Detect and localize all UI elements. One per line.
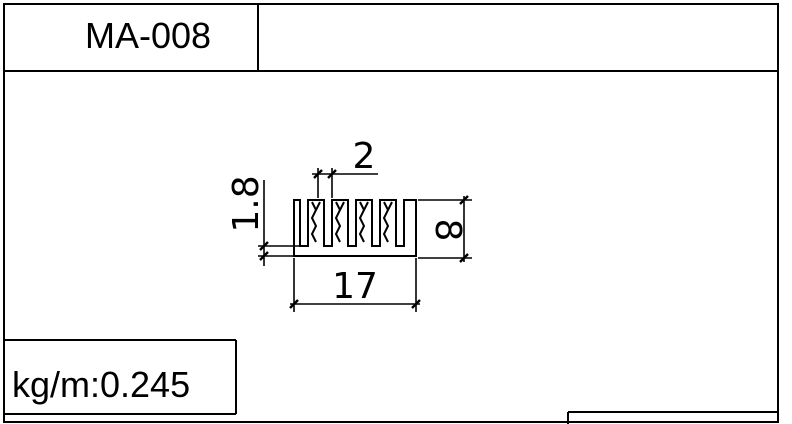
base-tick-top [259, 241, 269, 251]
fin-thickness-dimension: 2 [312, 136, 378, 198]
fin-tick-left [313, 169, 323, 179]
fin-thickness-value: 2 [353, 136, 376, 177]
heatsink-profile [293, 199, 417, 257]
fin-tick-right [327, 169, 337, 179]
height-value: 8 [427, 219, 468, 242]
width-value: 17 [332, 266, 378, 307]
weight-label: kg/m:0.245 [12, 364, 190, 405]
base-thickness-value: 1.8 [226, 175, 267, 232]
fin-ridges [310, 201, 393, 243]
width-tick-right [411, 299, 421, 309]
outer-border [3, 3, 779, 423]
base-tick-bottom [259, 251, 269, 261]
profile-outline [293, 199, 417, 257]
height-tick-top [459, 195, 469, 205]
height-tick-bottom [459, 253, 469, 263]
width-tick-left [289, 299, 299, 309]
base-thickness-dimension: 1.8 [226, 175, 300, 266]
height-dimension: 8 [418, 195, 472, 263]
title-block-frame [3, 3, 779, 424]
profile-code: MA-008 [85, 15, 211, 56]
width-dimension: 17 [289, 258, 421, 312]
